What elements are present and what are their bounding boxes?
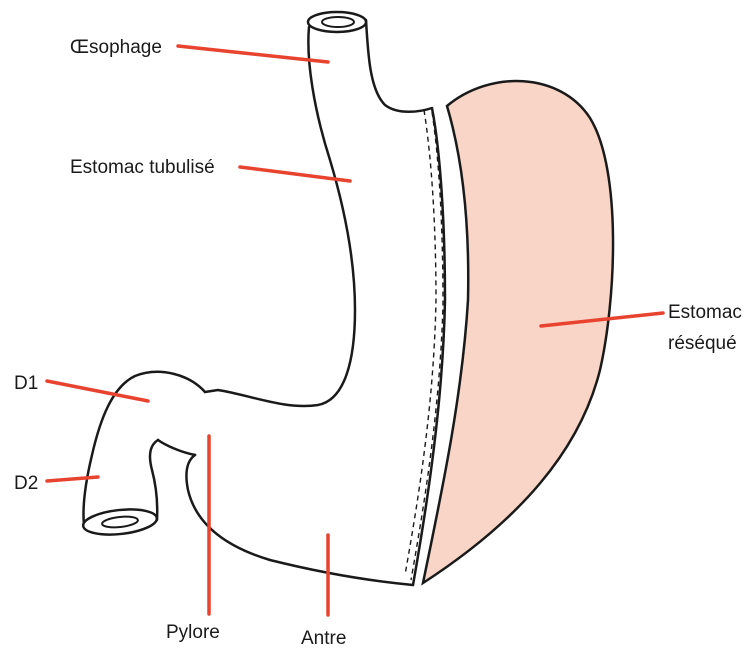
- resected-stomach-shape: [423, 81, 613, 583]
- duodenum-outer: [83, 372, 205, 525]
- label-resected-stomach-line2: réséqué: [668, 333, 737, 354]
- label-oesophagus: Œsophage: [70, 37, 162, 58]
- label-tubulized-stomach: Estomac tubulisé: [70, 157, 215, 178]
- label-antrum: Antre: [301, 628, 346, 649]
- label-d1: D1: [14, 373, 38, 394]
- leader-oesophagus: [178, 46, 328, 62]
- label-pylorus: Pylore: [166, 622, 220, 643]
- label-resected-stomach-line1: Estomac: [668, 302, 742, 323]
- tubulized-stomach-left-contour: [205, 27, 355, 406]
- staple-line-dashes-1: [405, 110, 436, 575]
- antrum-contour: [186, 455, 413, 585]
- staple-line-contour: [366, 20, 445, 585]
- pylorus-notch: [158, 440, 195, 455]
- leader-d1: [47, 381, 148, 401]
- duodenum-inner: [150, 440, 158, 520]
- leader-d2: [47, 477, 98, 481]
- label-d2: D2: [14, 473, 38, 494]
- oesophagus-lumen: [322, 17, 354, 27]
